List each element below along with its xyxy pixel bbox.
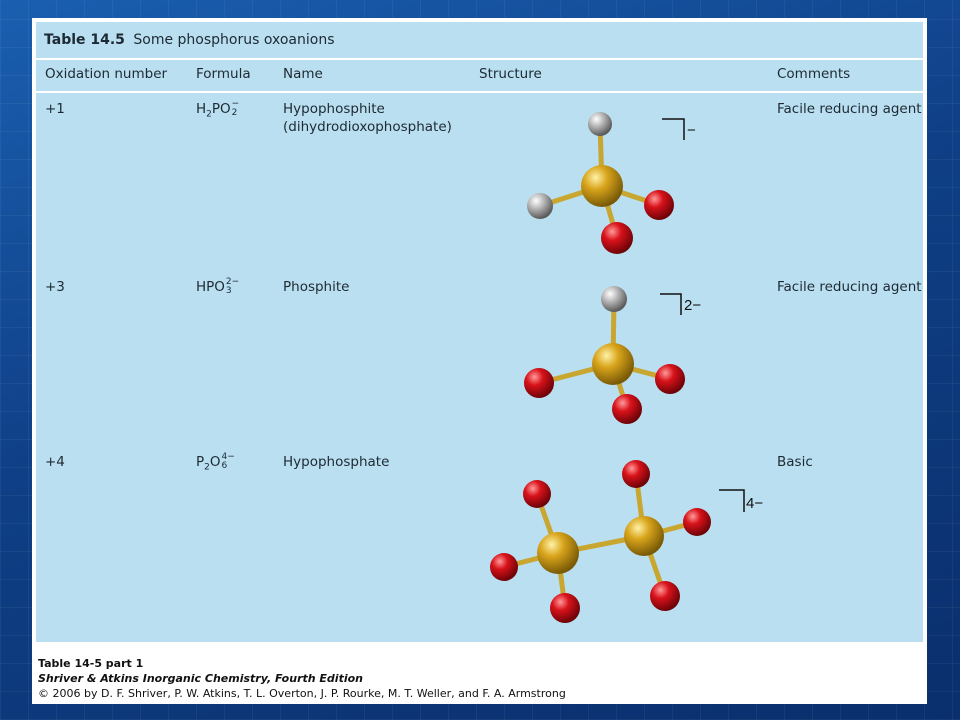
- hydrogen-atom: [601, 286, 627, 312]
- row3-name: Hypophosphate: [283, 454, 390, 470]
- hypophosphate-structure: 4−: [490, 460, 763, 623]
- charge-label: 4−: [746, 495, 763, 512]
- row2-oxidation-number: +3: [45, 279, 65, 295]
- footer-book-title: Shriver & Atkins Inorganic Chemistry, Fo…: [38, 672, 363, 685]
- row1-formula: H2PO−2: [196, 99, 240, 120]
- charge-bracket: [719, 489, 745, 512]
- oxygen-atom: [612, 394, 642, 424]
- phosphorus-atom: [581, 165, 623, 207]
- oxygen-atom: [683, 508, 711, 536]
- oxygen-atom: [655, 364, 685, 394]
- charge-bracket: [660, 293, 682, 315]
- charge-bracket: [662, 118, 685, 140]
- header-name: Name: [283, 66, 323, 82]
- hydrogen-atom: [588, 112, 612, 136]
- footer-table-label: Table 14-5 part 1: [38, 657, 144, 670]
- row2-name: Phosphite: [283, 279, 350, 295]
- oxygen-atom: [523, 480, 551, 508]
- phosphite-structure: 2−: [524, 286, 701, 424]
- phosphorus-oxoanions-table: Table 14.5 Some phosphorus oxoanions Oxi…: [36, 22, 923, 642]
- phosphorus-atom: [624, 516, 664, 556]
- row1-name-common: Hypophosphite: [283, 101, 385, 117]
- table-number: Table 14.5: [44, 32, 125, 48]
- header-divider: [36, 91, 923, 93]
- row3-comment: Basic: [777, 454, 813, 470]
- phosphorus-atom: [592, 343, 634, 385]
- title-divider: [36, 58, 923, 60]
- oxygen-atom: [644, 190, 674, 220]
- row3-oxidation-number: +4: [45, 454, 65, 470]
- row1-comment: Facile reducing agent: [777, 101, 922, 117]
- phosphorus-atom: [537, 532, 579, 574]
- row2-comment: Facile reducing agent: [777, 279, 922, 295]
- row1-name-systematic: (dihydrodioxophosphate): [283, 119, 452, 135]
- header-comments: Comments: [777, 66, 851, 82]
- hypophosphite-structure: −: [527, 112, 696, 254]
- row1-name: Hypophosphite (dihydrodioxophosphate): [283, 100, 452, 136]
- header-structure: Structure: [479, 66, 542, 82]
- table-title: Table 14.5 Some phosphorus oxoanions: [44, 32, 335, 48]
- hydrogen-atom: [527, 193, 553, 219]
- table-caption: Some phosphorus oxoanions: [133, 32, 335, 48]
- footer-copyright: © 2006 by D. F. Shriver, P. W. Atkins, T…: [38, 687, 566, 700]
- header-formula: Formula: [196, 66, 251, 82]
- row1-oxidation-number: +1: [45, 101, 65, 117]
- oxygen-atom: [601, 222, 633, 254]
- charge-label: 2−: [684, 297, 701, 314]
- oxygen-atom: [622, 460, 650, 488]
- oxygen-atom: [550, 593, 580, 623]
- oxygen-atom: [490, 553, 518, 581]
- header-oxidation-number: Oxidation number: [45, 66, 168, 82]
- oxygen-atom: [650, 581, 680, 611]
- charge-label: −: [687, 122, 696, 139]
- oxygen-atom: [524, 368, 554, 398]
